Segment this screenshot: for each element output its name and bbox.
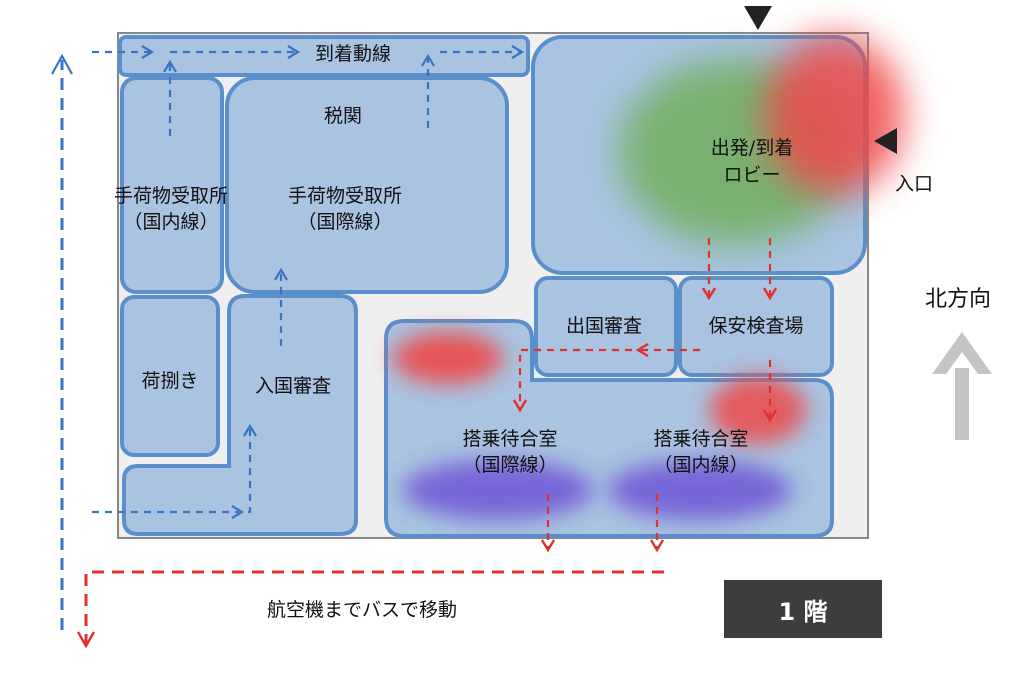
label-arrival-route: 到着動線 — [315, 43, 391, 65]
label-lobby-2: ロビー — [723, 164, 780, 186]
label-gate-intl-1: 搭乗待合室 — [462, 428, 557, 450]
heat-red-entrance — [765, 35, 905, 195]
label-gate-dom-1: 搭乗待合室 — [653, 428, 748, 450]
label-baggage-handling: 荷捌き — [141, 370, 198, 392]
label-north: 北方向 — [925, 287, 991, 312]
label-customs: 税関 — [324, 105, 362, 127]
label-bus-note: 航空機までバスで移動 — [267, 599, 457, 621]
heat-purple-gate-intl — [403, 460, 593, 520]
entrance-marker-right — [874, 128, 897, 154]
heat-red-gate-intl — [393, 332, 503, 384]
label-baggage-intl-2: （国際線） — [297, 211, 392, 233]
arrival-flow-arrows — [51, 45, 525, 630]
north-arrow — [932, 332, 992, 440]
label-baggage-dom-1: 手荷物受取所 — [114, 185, 228, 207]
zone-arrival-route — [118, 35, 530, 77]
label-baggage-dom-2: （国内線） — [123, 211, 218, 233]
zone-baggage-domestic — [120, 76, 224, 294]
label-security: 保安検査場 — [708, 315, 803, 337]
departure-flow-arrows — [76, 238, 778, 649]
label-entrance: 入口 — [895, 173, 933, 195]
heat-red-gate-dom — [710, 376, 806, 444]
label-immigration-in: 入国審査 — [255, 375, 331, 397]
heat-purple-gate-dom — [608, 460, 792, 520]
zone-baggage-handling — [120, 295, 220, 457]
floor-badge: 1 階 — [724, 580, 882, 638]
zone-customs-baggage-intl — [225, 76, 509, 294]
label-baggage-intl-1: 手荷物受取所 — [288, 185, 402, 207]
zone-security — [678, 276, 834, 377]
label-lobby-1: 出発/到着 — [711, 137, 793, 159]
entrance-marker-top — [744, 6, 772, 30]
label-immigration-out: 出国審査 — [566, 315, 642, 337]
zone-immigration-in — [122, 294, 358, 536]
label-gate-dom-2: （国内線） — [653, 454, 748, 476]
label-gate-intl-2: （国際線） — [462, 454, 557, 476]
